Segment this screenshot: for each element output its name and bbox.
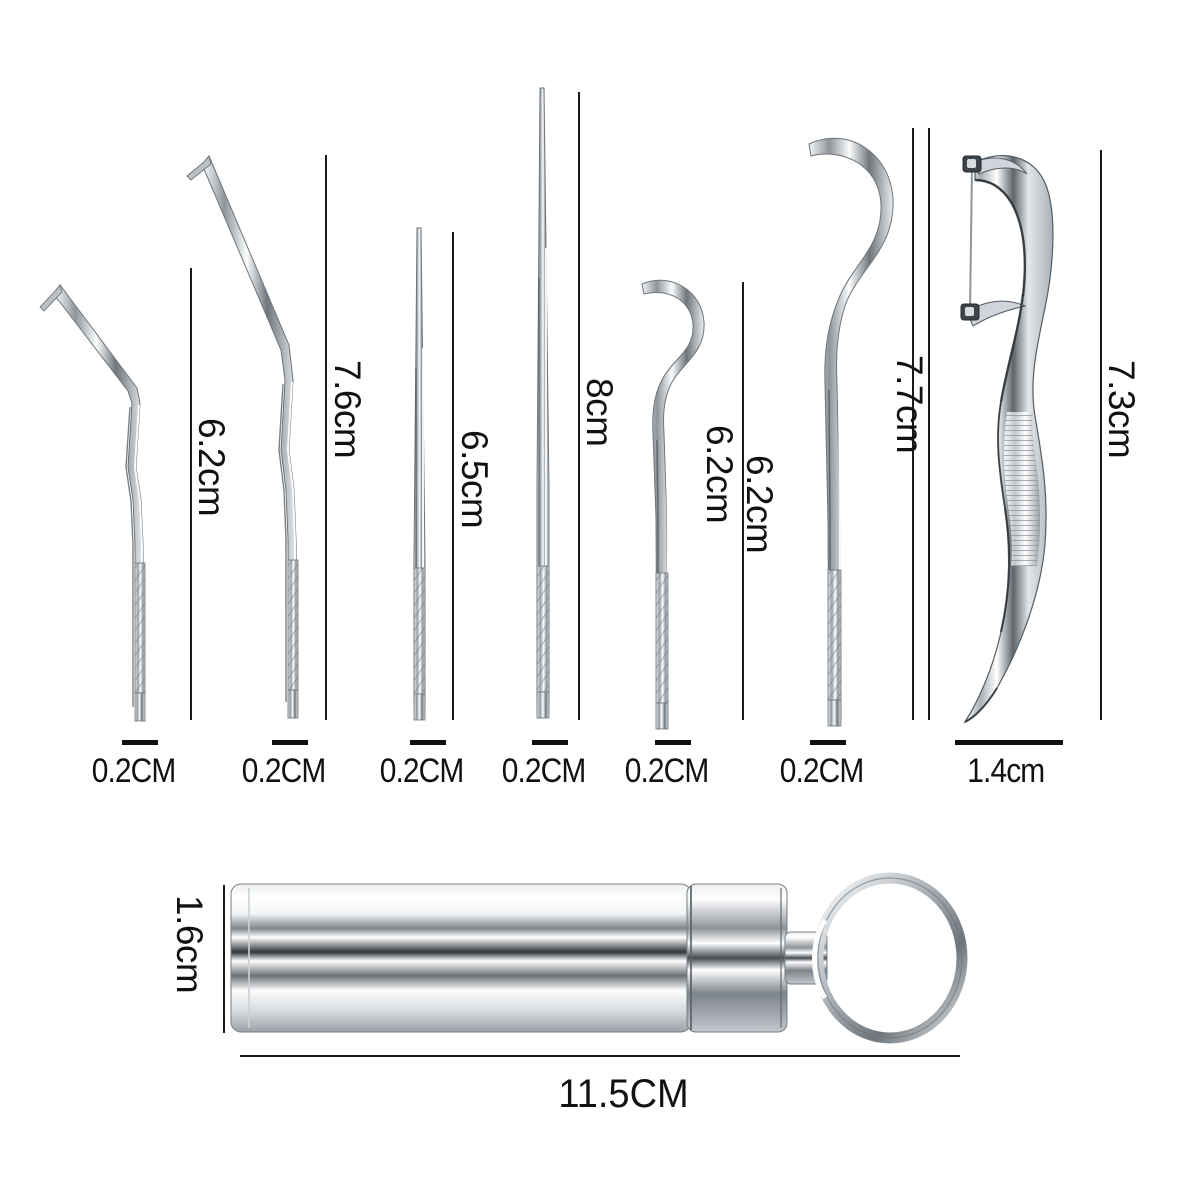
tool-7-width-label: 1.4cm [967,752,1045,790]
tool-3-width-tick [410,740,446,745]
case-length-dimension-line [240,1055,960,1057]
tool-3-straight-tapered-pick [398,227,458,733]
tool-6-dimension-line [912,128,914,720]
tool-5-width-label: 0.2CM [624,752,710,790]
tool-4-long-needle-pick [520,87,580,733]
tool-5-dimension-line [742,282,744,720]
tool-4-width-label: 0.2CM [501,752,587,790]
tool-5-length-label: 6.2cm [699,425,740,524]
tool-1-width-label: 0.2CM [91,752,177,790]
case-row: 1.6cm 11.5CM [0,840,1200,1200]
tool-7-length-label: 7.7cm [889,355,930,454]
tool-7-inner-dimension-line [928,128,930,720]
tool-1-width-tick [122,740,158,745]
tool-7-outer-length-label: 7.3cm [1101,360,1142,459]
tool-2-long-angled-probe [185,130,325,730]
tool-5-width-tick [655,740,691,745]
tool-6-length-label: 6.2cm [739,455,780,554]
tool-1-dimension-line [190,268,192,720]
case-height-label: 1.6cm [169,895,210,994]
tool-4-width-tick [532,740,568,745]
tool-2-dimension-line [325,155,327,720]
tools-row: 6.2cm 0.2CM [39,87,1142,790]
tool-3-dimension-line [452,232,454,720]
tool-6-width-tick [810,740,846,745]
tool-1-angled-hook-probe [39,245,180,735]
tool-7-width-tick [955,740,1063,745]
tool-6-large-sickle-scaler [795,122,925,737]
tool-5-sickle-scaler [630,268,740,738]
tool-2-length-label: 7.6cm [327,360,368,459]
tool-4-dimension-line [578,92,580,720]
tool-2-width-tick [272,740,308,745]
tool-7-outer-dimension-line [1100,150,1102,720]
tool-7-floss-pick-holder [945,140,1085,730]
tool-6-width-label: 0.2CM [779,752,865,790]
carry-case-with-keyring [225,860,1045,1075]
tool-3-length-label: 6.5cm [454,430,495,529]
tool-2-width-label: 0.2CM [241,752,327,790]
tool-4-length-label: 8cm [579,378,620,447]
case-length-label: 11.5CM [558,1072,689,1116]
case-height-dimension-line [223,885,225,1033]
tool-3-width-label: 0.2CM [379,752,465,790]
